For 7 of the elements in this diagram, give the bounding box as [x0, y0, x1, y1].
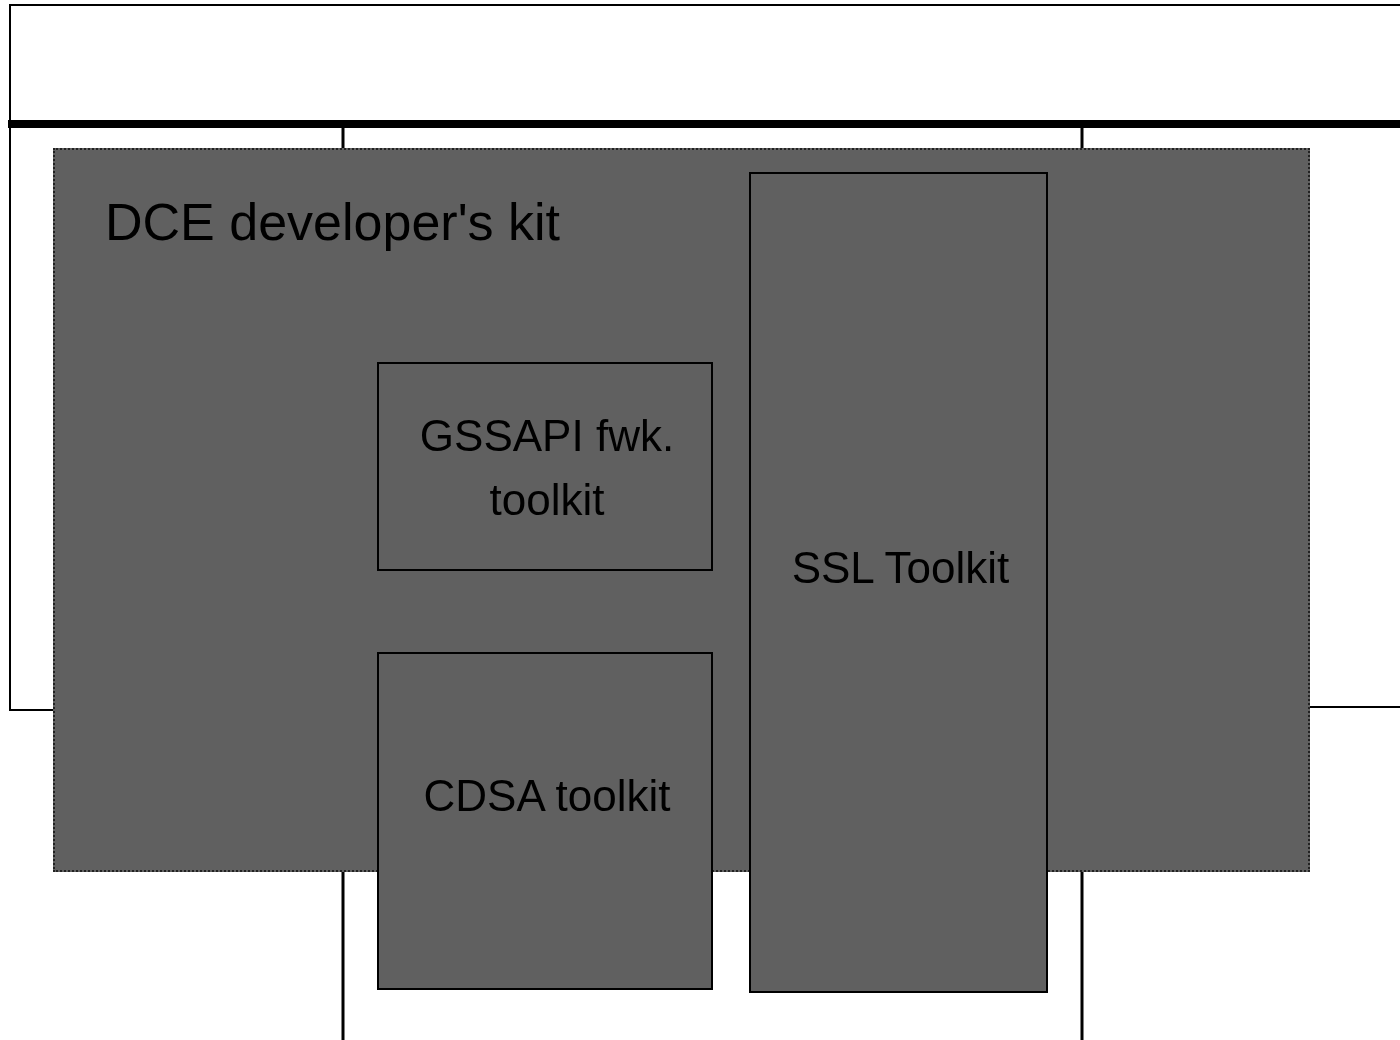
component-box — [377, 652, 713, 990]
component-box — [749, 172, 1048, 993]
component-box — [377, 362, 713, 571]
component-label: SSL Toolkit — [790, 542, 1011, 594]
component-label: GSSAPI fwk. toolkit — [418, 410, 676, 526]
component-label: CDSA toolkit — [422, 770, 672, 822]
group-title: DCE developer's kit — [105, 192, 561, 253]
